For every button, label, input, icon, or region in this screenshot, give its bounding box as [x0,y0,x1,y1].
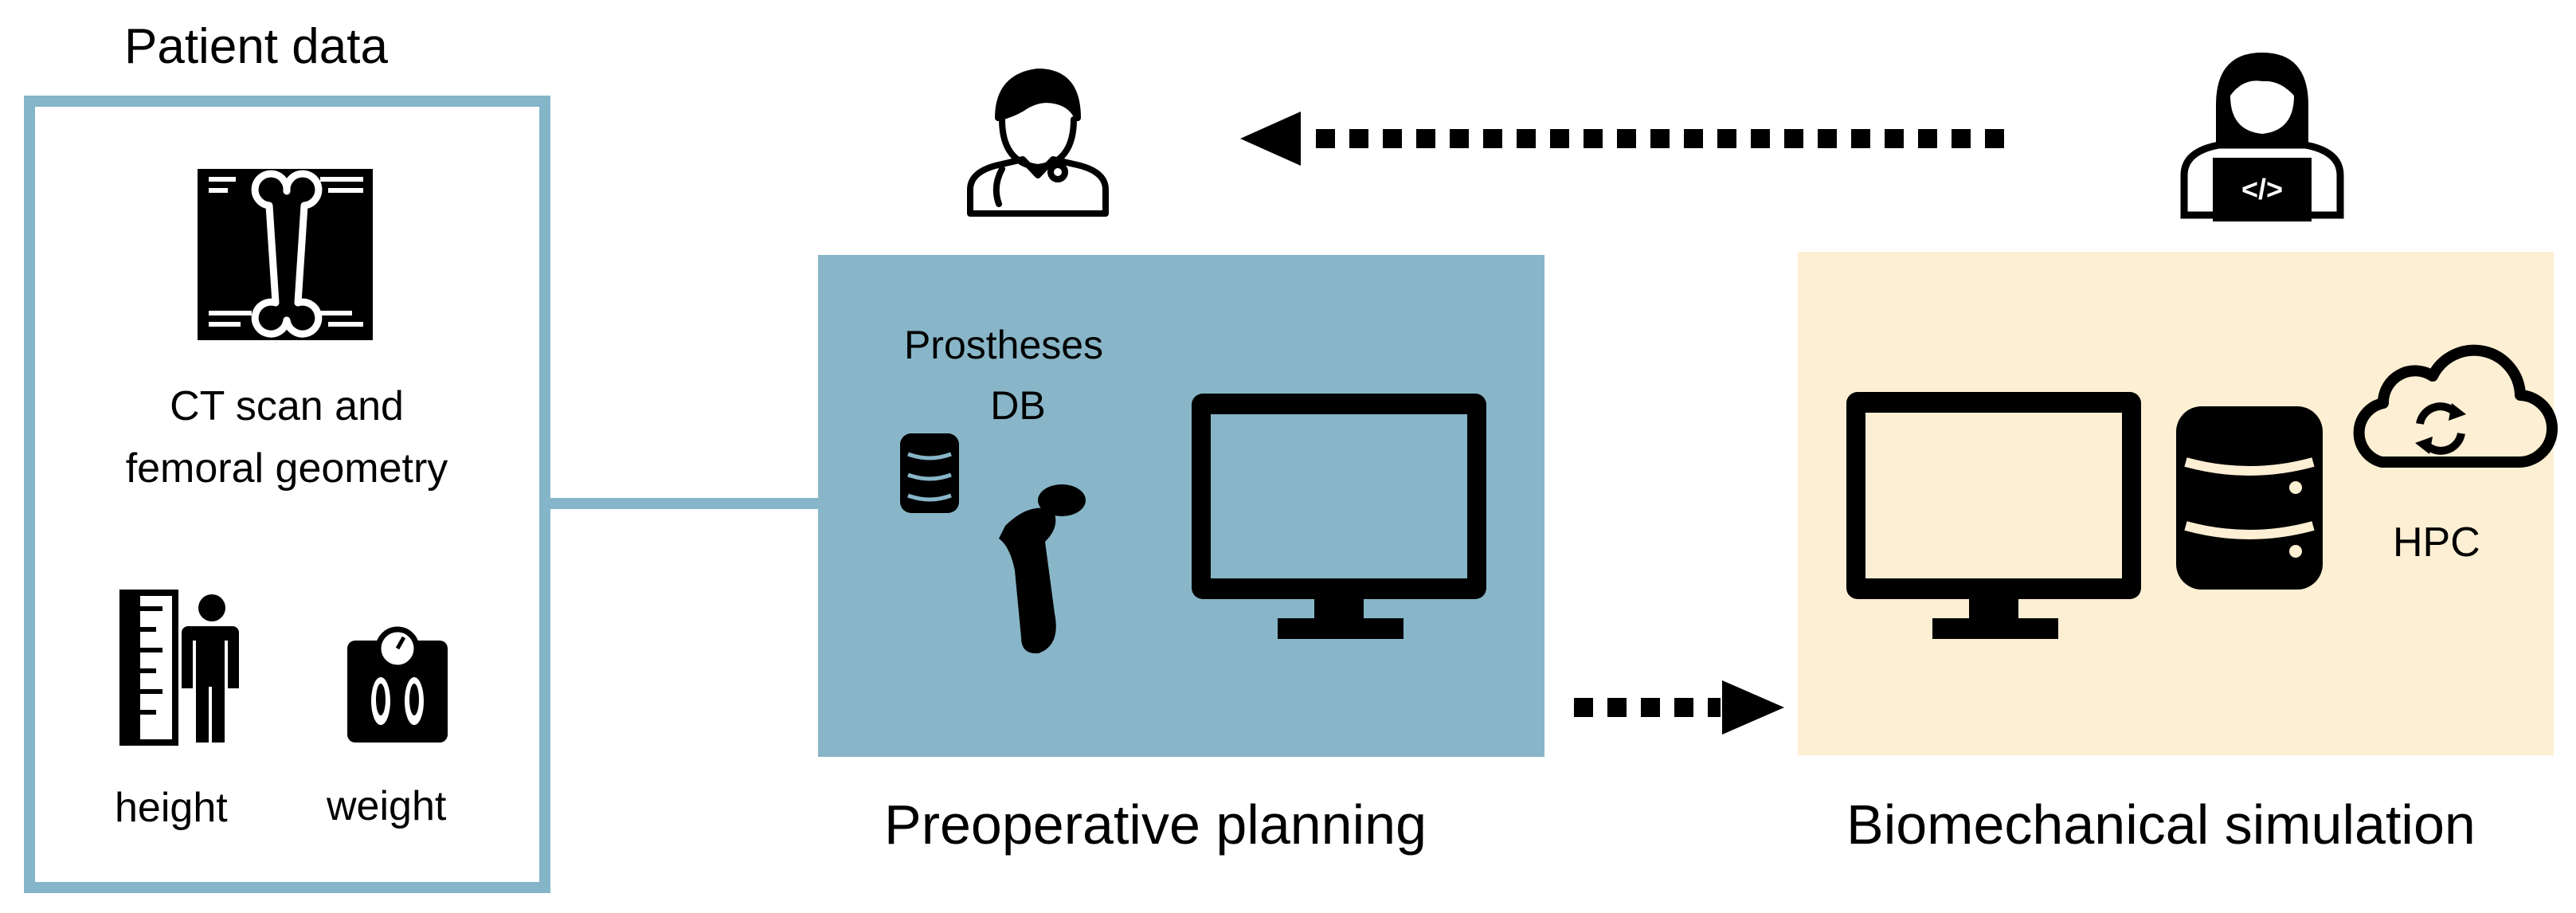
feedback-arrow [1240,112,2014,166]
simulation-monitor-icon [1846,392,2141,639]
weight-label: weight [327,783,447,829]
developer-icon: </> [2180,53,2344,221]
weight-scale-icon [347,626,448,743]
database-icon [900,433,959,513]
hip-prosthesis-icon [999,484,1086,654]
biomechanical-simulation-caption: Biomechanical simulation [1846,793,2476,856]
monitor-icon [1192,394,1486,639]
prostheses-db-label-line1: Prostheses [903,323,1104,367]
ct-scan-icon [198,169,373,340]
preoperative-planning-caption: Preoperative planning [884,793,1427,856]
doctor-icon [967,69,1109,217]
height-label: height [115,785,228,831]
cloud-sync-icon [2353,344,2558,468]
hpc-label: HPC [2393,519,2480,566]
server-database-icon [2176,406,2323,590]
patient-data-title: Patient data [124,19,388,74]
forward-arrow [1574,680,1784,735]
ct-scan-label-line1: CT scan and [170,383,404,429]
height-icon [119,590,239,746]
svg-text:</>: </> [2241,173,2283,206]
prostheses-db-label-line2: DB [990,383,1046,428]
ct-scan-label-line2: femoral geometry [125,445,448,492]
